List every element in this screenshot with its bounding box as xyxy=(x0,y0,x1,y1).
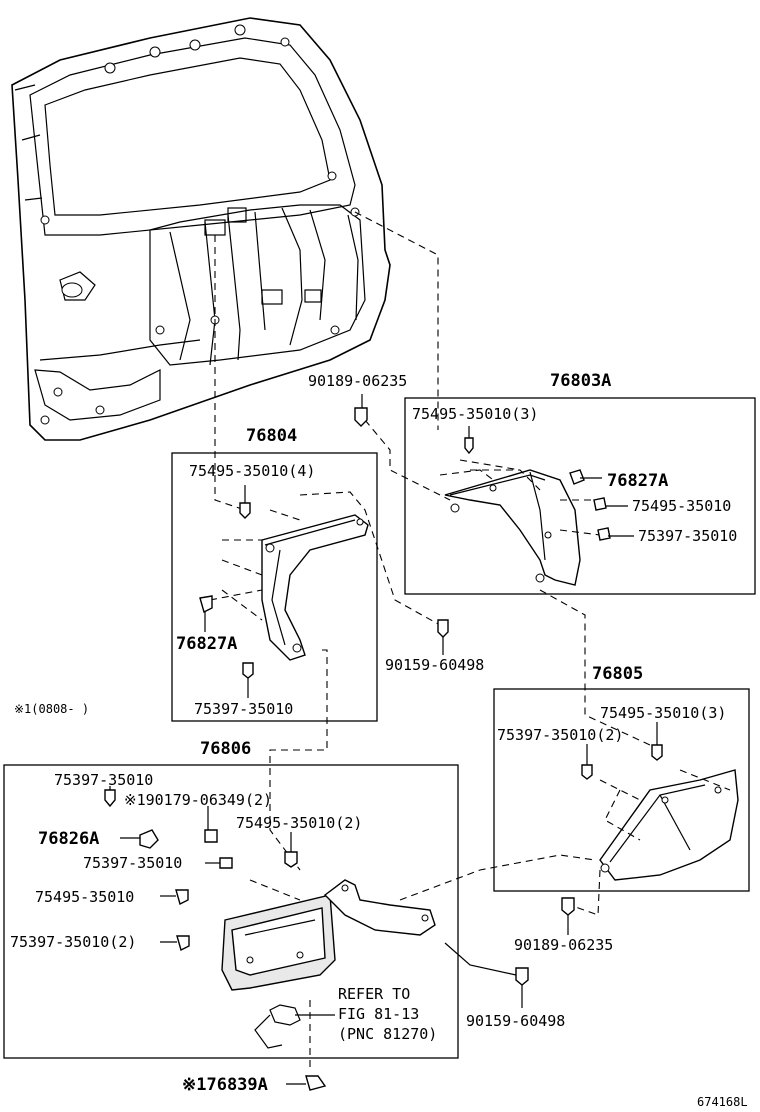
label-75397-35010-d: 75397-35010 xyxy=(83,854,182,872)
label-76805: 76805 xyxy=(592,664,643,684)
lamp-harness xyxy=(254,1004,301,1049)
clip-icon xyxy=(561,744,663,916)
label-refer-to: REFER TO xyxy=(338,985,410,1003)
label-75397-35010-c: 75397-35010 xyxy=(54,771,153,789)
label-76806: 76806 xyxy=(200,739,251,759)
label-refer-fig: FIG 81-13 xyxy=(338,1005,419,1023)
group-box-76805 xyxy=(493,688,750,892)
clip-icon xyxy=(199,502,449,679)
clip-icon xyxy=(354,407,611,541)
figure-id: 674168L xyxy=(697,1095,748,1109)
label-90159-60498-b: 90159-60498 xyxy=(466,1012,565,1030)
group-box-76806 xyxy=(3,764,459,1059)
label-75495-35010-a: 75495-35010 xyxy=(632,497,731,515)
label-76827a-b: 76827A xyxy=(176,634,237,654)
label-75397-35010-2-a: 75397-35010(2) xyxy=(497,726,623,744)
label-refer-pnc: (PNC 81270) xyxy=(338,1025,437,1043)
label-90189-06235-top: 90189-06235 xyxy=(308,372,407,390)
label-76827a-a: 76827A xyxy=(607,471,668,491)
label-75397-35010-2-b: 75397-35010(2) xyxy=(10,933,136,951)
label-90159-60498-a: 90159-60498 xyxy=(385,656,484,674)
label-note-date: ※1(0808- ) xyxy=(14,702,89,716)
clip-icon xyxy=(104,789,529,1091)
label-76804: 76804 xyxy=(246,426,297,446)
label-75495-35010-c: 75495-35010 xyxy=(35,888,134,906)
label-75495-35010-3-b: 75495-35010(3) xyxy=(600,704,726,722)
label-90179-06349-2: ※190179-06349(2) xyxy=(124,791,272,809)
leader-lines xyxy=(109,394,658,1085)
part-76805-trim xyxy=(599,769,739,881)
label-75495-35010-4: 75495-35010(4) xyxy=(189,462,315,480)
label-76826a: 76826A xyxy=(38,829,99,849)
label-75495-35010-3-a: 75495-35010(3) xyxy=(412,405,538,423)
label-76803a: 76803A xyxy=(550,371,611,391)
label-90189-06235-bottom: 90189-06235 xyxy=(514,936,613,954)
group-box-76803a xyxy=(404,397,756,595)
part-76806-license-garnish xyxy=(221,894,336,991)
label-75495-35010-2: 75495-35010(2) xyxy=(236,814,362,832)
group-box-76804 xyxy=(171,452,378,722)
part-76803a-trim xyxy=(444,469,601,586)
label-75397-35010-a: 75397-35010 xyxy=(638,527,737,545)
label-75397-35010-b: 75397-35010 xyxy=(194,700,293,718)
part-76806-side-trim xyxy=(323,879,436,936)
part-76804-trim xyxy=(209,514,369,661)
label-76839a: ※176839A xyxy=(182,1075,268,1095)
back-door-panel xyxy=(11,17,391,441)
